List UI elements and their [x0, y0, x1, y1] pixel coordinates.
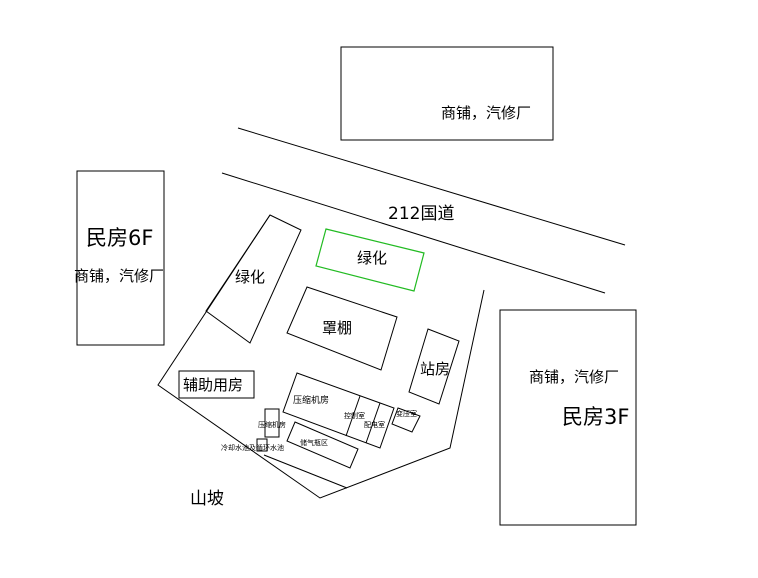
canopy [286, 286, 398, 371]
label-hill: 山坡 [190, 489, 224, 509]
label-station: 站房 [420, 360, 450, 378]
label-left-shops: 商铺，汽修厂 [74, 267, 164, 285]
compressor-block [282, 372, 395, 449]
divider-power [365, 402, 381, 444]
label-aux: 辅助用房 [183, 376, 243, 394]
label-top-shops: 商铺，汽修厂 [441, 104, 531, 122]
building-right-residential [499, 309, 637, 526]
inner-site-line [263, 454, 348, 489]
divider-control [345, 395, 361, 437]
label-green-left: 绿化 [235, 268, 265, 286]
transformer-room [391, 407, 421, 433]
label-transformer: 变压室 [396, 409, 417, 418]
building-top-shops [340, 46, 554, 141]
road-edge-upper [237, 127, 626, 246]
site-boundary [157, 214, 485, 499]
label-canopy: 罩棚 [322, 319, 352, 337]
building-left-residential [76, 170, 165, 346]
station-house [408, 328, 460, 405]
label-right-shops: 商铺，汽修厂 [529, 368, 619, 386]
label-power: 配电室 [364, 420, 385, 429]
storage-area [286, 421, 359, 469]
cooling-pool [256, 438, 268, 452]
green-strip-left [205, 214, 302, 344]
label-cooling: 冷却水池及循环水池 [221, 443, 284, 452]
label-green-top: 绿化 [357, 249, 387, 267]
green-box-top [315, 228, 425, 292]
label-road: 212国道 [388, 204, 454, 224]
label-right-house: 民房3F [562, 405, 629, 429]
label-storage: 储气瓶区 [300, 438, 328, 447]
compressor-room-small [264, 408, 280, 438]
label-compressor2: 压缩机房 [258, 420, 286, 429]
label-compressor: 压缩机房 [293, 394, 329, 406]
label-left-house: 民房6F [86, 226, 153, 250]
road-edge-lower [221, 172, 606, 294]
label-control: 控制室 [344, 411, 365, 420]
auxiliary-building [178, 370, 255, 399]
